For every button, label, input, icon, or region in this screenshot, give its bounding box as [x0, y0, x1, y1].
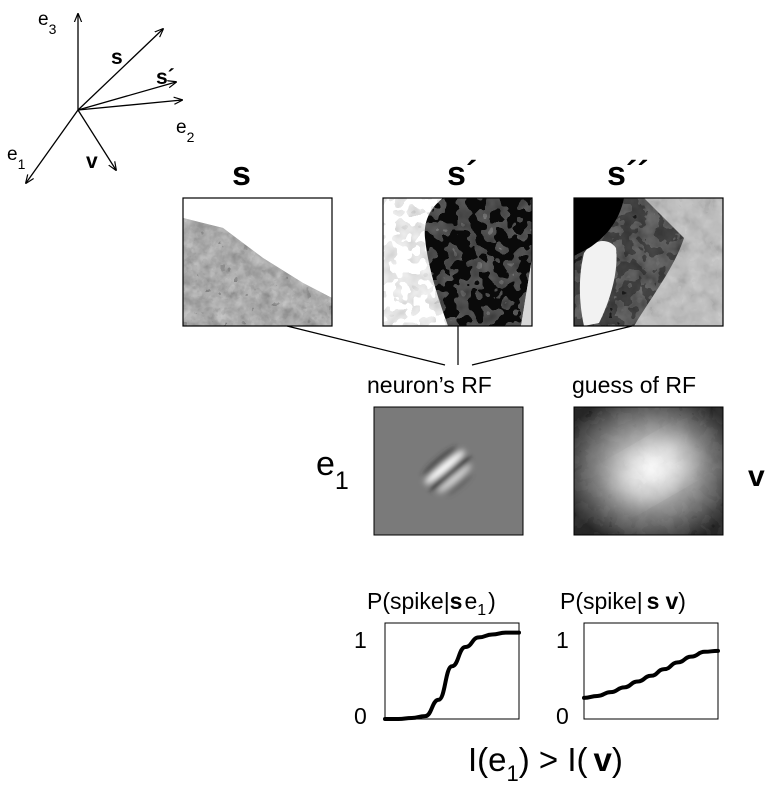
neuron-rf-image [373, 406, 524, 536]
e3-label: e3 [38, 9, 57, 37]
e1-filter-label: e1 [316, 445, 349, 495]
e1-label: e1 [7, 144, 26, 172]
stimulus-patch-s-double-prime [573, 197, 724, 327]
left-y-top-label: 1 [354, 627, 367, 653]
stimulus-patch-s [182, 197, 333, 327]
s-vector [77, 29, 163, 111]
right-response-curve [582, 648, 720, 700]
v-vector-label: v [86, 150, 98, 173]
stimulus-patch-s-prime [382, 197, 533, 327]
e2-label: e2 [176, 117, 195, 145]
left-plot-frame [384, 622, 520, 720]
stimulus-s-label: s [232, 155, 251, 193]
guess-rf-image [573, 406, 724, 536]
right-y-bottom-label: 0 [556, 703, 569, 729]
v-vector [77, 109, 116, 170]
right-plot-frame [583, 622, 719, 720]
left-y-bottom-label: 0 [354, 703, 367, 729]
guess-rf-caption: guess of RF [572, 372, 696, 398]
v-filter-label: v [748, 460, 765, 493]
s-prime-vector [77, 82, 176, 111]
e1-axis [26, 109, 79, 183]
left-response-curve [383, 630, 521, 721]
right-y-top-label: 1 [556, 627, 569, 653]
s-prime-vector-label: s´ [156, 66, 175, 89]
left-curve-title: P(spike|se1) [367, 588, 496, 619]
neuron-rf-caption: neuron’s RF [367, 372, 492, 398]
stimulus-s-prime-label: s´ [447, 155, 477, 193]
e2-axis [77, 100, 182, 111]
connector-lines [286, 325, 633, 366]
s-vector-label: s [111, 46, 123, 69]
information-comparison-label: I(e1) > I(v) [468, 741, 623, 786]
vector-space-diagram: e3 e2 e1 s s´ v [7, 9, 195, 183]
stimulus-s-double-prime-label: s´´ [607, 155, 649, 193]
